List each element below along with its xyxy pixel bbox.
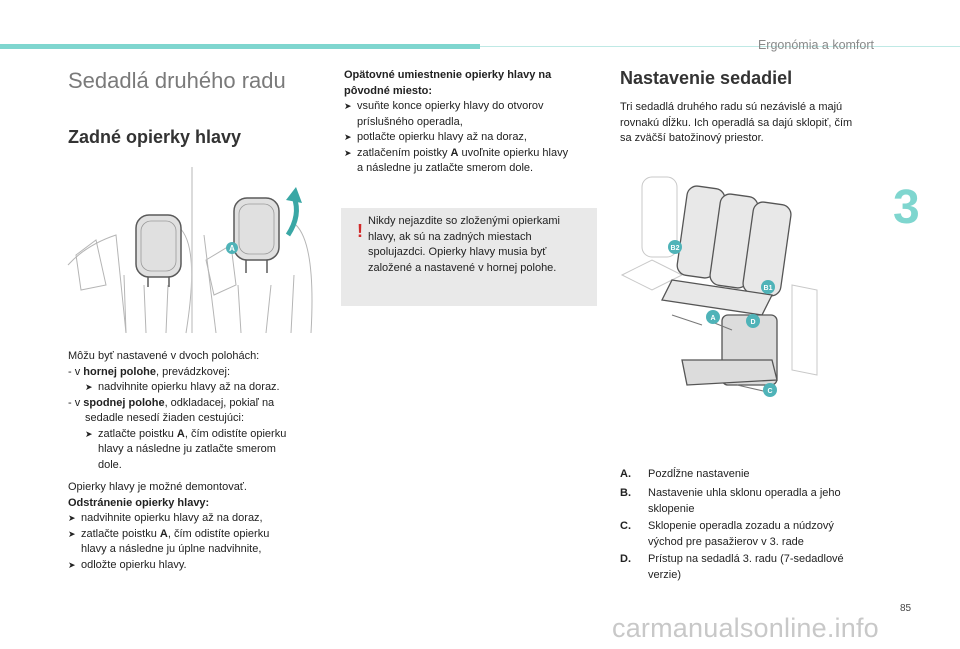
positions-text: Môžu byť nastavené v dvoch polohách: - v…: [68, 349, 328, 473]
reinstall-step-3c: a následne ju zatlačte smerom dole.: [357, 162, 534, 174]
warning-box: [341, 208, 597, 306]
upper-position-label: hornej polohe: [83, 365, 157, 378]
arrow-icon: ➤: [68, 559, 76, 570]
warning-icon: !: [357, 221, 363, 241]
removal-step-2c: hlavy a následne ju úplne nadvihnite,: [81, 543, 262, 555]
seat-intro-2: rovnakú dĺžku. Ich operadlá sa dajú sklo…: [620, 116, 853, 129]
legend: A. Pozdĺžne nastavenie B. Nastavenie uhl…: [620, 467, 890, 607]
legend-key: C.: [620, 520, 631, 532]
lower-step-a: zatlačte poistku: [98, 427, 177, 440]
reinstall-step-3-key: A: [450, 146, 459, 159]
callout-b2-label: B2: [671, 245, 680, 252]
legend-text: východ pre pasažierov v 3. rade: [648, 535, 804, 548]
removal-step-2a: zatlačte poistku: [81, 527, 160, 540]
warning-line-3: spolujazdci. Opierky hlavy musia byť: [368, 246, 547, 258]
reinstall-step-1a: vsuňte konce opierky hlavy do otvorov: [357, 100, 544, 112]
arrow-icon: ➤: [344, 147, 352, 158]
callout-a-label: A: [229, 244, 235, 253]
legend-key: A.: [620, 468, 631, 480]
arrow-icon: ➤: [68, 528, 76, 539]
removal-step-1: nadvihnite opierku hlavy až na doraz,: [81, 512, 263, 524]
lower-rest: , odkladacej, pokiaľ na: [164, 396, 275, 409]
positions-intro: Môžu byť nastavené v dvoch polohách:: [68, 350, 260, 362]
warning-line-2: hlavy, ak sú na zadných miestach: [368, 230, 532, 243]
legend-text: Nastavenie uhla sklonu operadla a jeho: [648, 487, 841, 499]
legend-text: verzie): [648, 568, 682, 581]
legend-key: D.: [620, 553, 631, 565]
headrest-illustration: A: [67, 167, 313, 334]
arrow-icon: ➤: [85, 428, 93, 439]
legend-text: Sklopenie operadla zozadu a núdzový: [648, 520, 834, 532]
lower-step-c: hlavy a následne ju zatlačte smerom: [98, 443, 276, 455]
callout-b1-label: B1: [764, 285, 773, 292]
reinstall-step-3a: zatlačením poistky: [357, 146, 451, 159]
subtitle-headrests: Zadné opierky hlavy: [68, 127, 242, 147]
legend-text: Prístup na sedadlá 3. radu (7-sedadlové: [648, 553, 844, 565]
warning-line-1: Nikdy nejazdite so zloženými opierkami: [368, 215, 560, 227]
reinstall-step-2: potlačte opierku hlavy až na doraz,: [357, 131, 527, 143]
page-title: Sedadlá druhého radu: [68, 68, 286, 93]
lower-step-key: A: [176, 427, 185, 440]
upper-rest: , prevádzkovej:: [156, 365, 230, 378]
page-number: 85: [900, 603, 912, 614]
lower-step-b: , čím odistíte opierku: [184, 427, 287, 440]
reinstall-heading-1: Opätovné umiestnenie opierky hlavy na: [344, 69, 552, 81]
seat-adjustment-title: Nastavenie sedadiel: [620, 68, 793, 88]
removal-step-2-key: A: [159, 527, 168, 540]
arrow-icon: ➤: [85, 382, 93, 392]
lower-step-d: dole.: [98, 458, 122, 471]
callout-a-label: A: [710, 315, 715, 322]
removal-step-2b: , čím odistíte opierku: [167, 527, 270, 540]
upper-prefix: - v: [68, 365, 84, 378]
upper-step: nadvihnite opierku hlavy až na doraz.: [98, 381, 280, 393]
seats-illustration: B2 B1 A D C: [620, 176, 818, 397]
header-accent-bar: [0, 44, 480, 49]
watermark: carmanualsonline.info: [612, 613, 879, 643]
removal-text: Opierky hlavy je možné demontovať. Odstr…: [68, 480, 328, 573]
arrow-icon: ➤: [344, 101, 352, 111]
reinstall-step-3b: uvoľnite opierku hlavy: [458, 146, 569, 159]
legend-key: B.: [620, 487, 631, 499]
seat-intro-3: sa zväčší batožinový priestor.: [620, 132, 764, 144]
reinstall-step-1b: príslušného operadla,: [357, 115, 463, 128]
removable-note: Opierky hlavy je možné demontovať.: [68, 481, 247, 493]
legend-text: sklopenie: [648, 502, 695, 515]
removal-heading: Odstránenie opierky hlavy:: [68, 496, 210, 509]
header-rule: [480, 46, 960, 47]
arrow-icon: ➤: [344, 132, 352, 142]
seat-intro-1: Tri sedadlá druhého radu sú nezávislé a …: [620, 101, 843, 113]
legend-text: Pozdĺžne nastavenie: [648, 468, 750, 480]
section-title: Ergonómia a komfort: [757, 38, 874, 52]
callout-d-label: D: [750, 319, 755, 326]
chapter-number: 3: [893, 181, 920, 234]
removal-step-3: odložte opierku hlavy.: [81, 558, 187, 571]
reinstall-heading-2: pôvodné miesto:: [344, 84, 433, 97]
arrow-icon: ➤: [68, 513, 76, 523]
lower-prefix: - v: [68, 396, 84, 409]
callout-c-label: C: [767, 388, 772, 395]
lower-rest2: sedadle nesedí žiaden cestujúci:: [85, 412, 244, 424]
warning-line-4: založené a nastavené v hornej polohe.: [368, 261, 557, 274]
seat-intro: Tri sedadlá druhého radu sú nezávislé a …: [620, 100, 890, 147]
reinstall-text: Opätovné umiestnenie opierky hlavy na pô…: [344, 68, 600, 177]
lower-position-label: spodnej polohe: [83, 396, 165, 409]
warning-text: Nikdy nejazdite so zloženými opierkami h…: [368, 214, 593, 276]
